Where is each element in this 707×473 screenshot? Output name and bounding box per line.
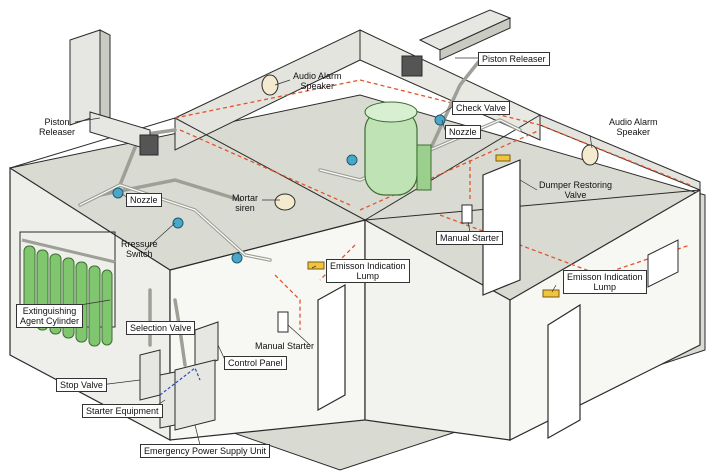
label-extinguishing-agent-cylinder: Extinguishing Agent Cylinder <box>16 304 84 328</box>
label-audio-alarm-speaker-right: Audio Alarm Speaker <box>609 117 658 137</box>
right-duct <box>401 9 512 77</box>
label-starter-equipment: Starter Equipment <box>82 404 163 418</box>
left-room-back <box>9 117 176 169</box>
label-manual-starter-right: Manual Starter <box>436 231 504 245</box>
label-stop-valve: Stop Valve <box>56 378 107 392</box>
label-emission-lump-center: Emisson Indication Lump <box>326 259 410 283</box>
label-emergency-power-supply-unit: Emergency Power Supply Unit <box>140 444 271 458</box>
label-manual-starter-left: Manual Starter <box>255 341 315 351</box>
label-selection-valve: Selection Valve <box>126 321 196 335</box>
label-piston-releaser-left: Piston Releaser <box>39 117 76 137</box>
left-duct <box>69 29 159 156</box>
manual-starters <box>277 204 473 333</box>
window <box>647 239 679 288</box>
label-check-valve: Check Valve <box>452 101 510 115</box>
equipment-cabinets <box>139 321 219 431</box>
label-nozzle-left: Nozzle <box>126 193 162 207</box>
partition-wall-top-3 <box>364 114 541 221</box>
label-piston-releaser-right: Piston Releaser <box>478 52 550 66</box>
label-control-panel: Control Panel <box>224 356 287 370</box>
label-dumper-restoring-valve: Dumper Restoring Valve <box>539 180 613 200</box>
label-emission-lump-right: Emisson Indication Lump <box>563 270 647 294</box>
label-mortar-siren: Mortar siren <box>232 193 259 213</box>
emission-indication-lamps <box>307 154 560 298</box>
central-tank <box>364 101 432 196</box>
label-pressure-switch: Rressure Switch <box>121 239 158 259</box>
label-nozzle-center: Nozzle <box>445 125 481 139</box>
power-wiring <box>159 367 201 396</box>
doors <box>317 159 581 440</box>
alarm-speakers <box>261 74 599 211</box>
label-audio-alarm-speaker-top: Audio Alarm Speaker <box>293 71 342 91</box>
